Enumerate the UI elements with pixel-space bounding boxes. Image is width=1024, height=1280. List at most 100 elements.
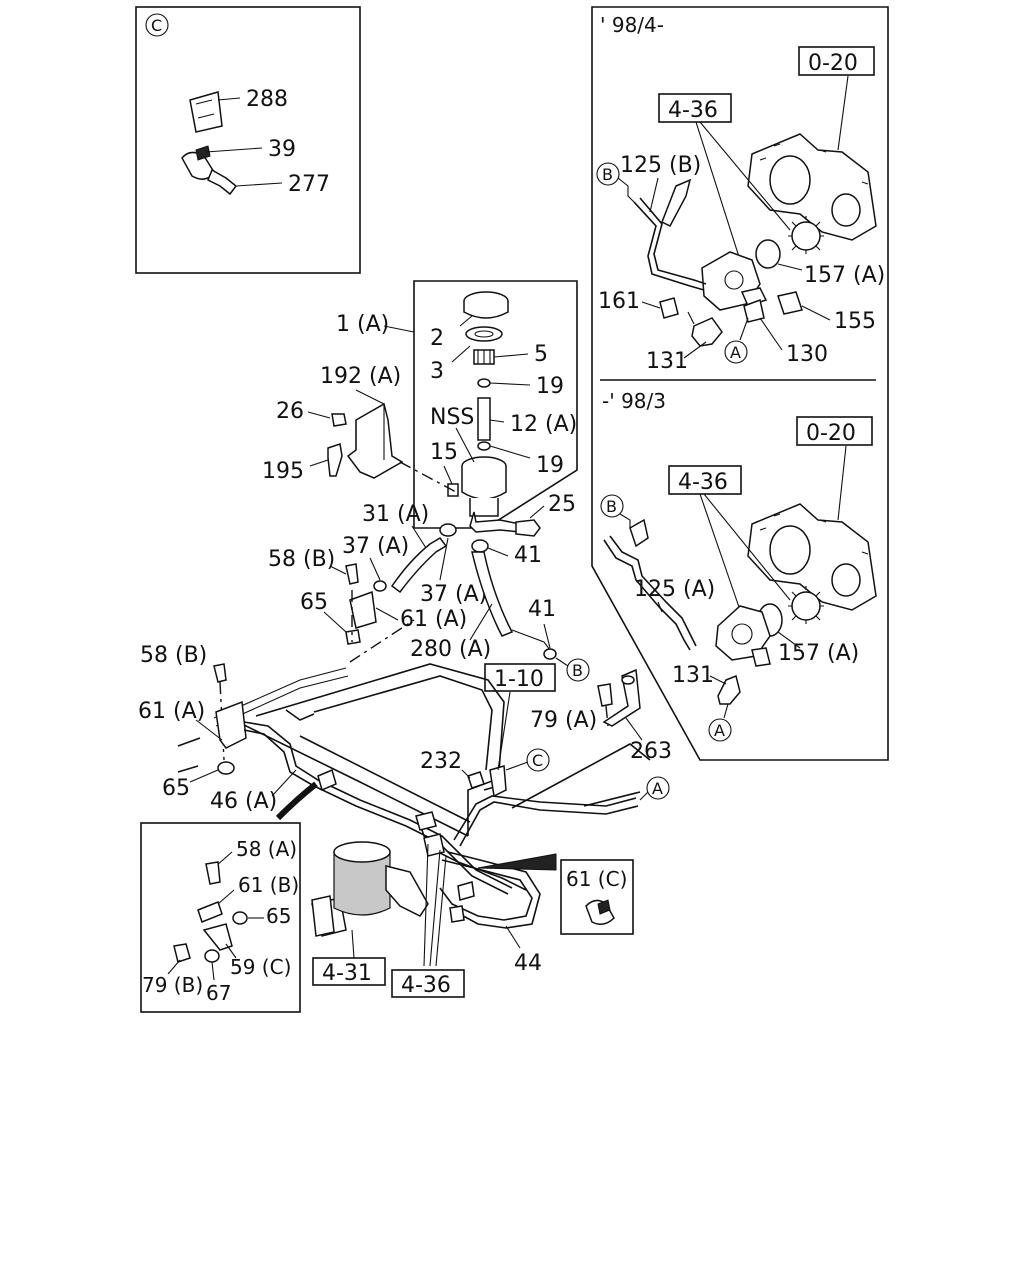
frame-crossmember-inner bbox=[313, 675, 493, 771]
label-131a: 131 bbox=[646, 349, 688, 374]
pipe-44-b bbox=[447, 851, 541, 929]
bracket-61a-group: 58 (B) 61 (A) 65 bbox=[268, 547, 467, 645]
leader-19b bbox=[489, 445, 531, 459]
label-41a: 41 bbox=[514, 543, 542, 568]
bolt-155 bbox=[777, 291, 803, 315]
leader-a-right bbox=[723, 703, 729, 719]
leader-26 bbox=[307, 411, 331, 419]
label-19a: 19 bbox=[536, 374, 564, 399]
label-157a-a: 157 (A) bbox=[804, 263, 885, 288]
clamp-37a-upper bbox=[439, 523, 457, 537]
bolt-79a-centerline bbox=[605, 705, 609, 727]
leader-b-right bbox=[619, 513, 631, 528]
leader-155 bbox=[801, 305, 831, 321]
leader-157a-a bbox=[777, 263, 803, 271]
pipe-46a-group: 58 (B) 61 (A) 65 46 (A) bbox=[138, 643, 513, 895]
label-25: 25 bbox=[548, 492, 576, 517]
leader-65a bbox=[323, 611, 347, 633]
pump-variants-panel: ' 98/4- 0-20 157 (A) 4-36 B 125 (B) bbox=[591, 6, 889, 761]
ref-4-36-top: 4-36 bbox=[668, 98, 718, 123]
label-65a: 65 bbox=[300, 590, 328, 615]
leader-5 bbox=[493, 353, 529, 358]
leader-263 bbox=[625, 717, 643, 741]
ref-0-20-top: 0-20 bbox=[808, 51, 858, 76]
callout-c-circle bbox=[145, 13, 169, 37]
ref-4-36-mid-box bbox=[668, 465, 742, 495]
label-61a-b: 61 (A) bbox=[138, 699, 205, 724]
label-155: 155 bbox=[834, 309, 876, 334]
label-61b: 61 (B) bbox=[238, 873, 299, 897]
pipe-44-end bbox=[449, 905, 465, 923]
bolt-195 bbox=[327, 443, 343, 477]
hose-131-top bbox=[691, 317, 723, 347]
label-79b: 79 (B) bbox=[142, 973, 203, 997]
callout-a-main-circle bbox=[646, 776, 670, 800]
engine-cover-bot-hole-b bbox=[831, 563, 861, 597]
ref-4-31: 4-31 bbox=[322, 961, 372, 986]
pressure-pipe-group: A 232 C 1-10 bbox=[420, 663, 670, 847]
o-ring-top bbox=[755, 239, 781, 269]
hose-to-gear-a bbox=[417, 817, 527, 891]
engine-cover-top-bolts bbox=[759, 143, 869, 185]
leader-46a bbox=[271, 769, 297, 797]
leader-125b bbox=[649, 177, 659, 213]
nut-65-b bbox=[217, 761, 235, 775]
label-39: 39 bbox=[268, 137, 296, 162]
return-hose-group: 280 (A) 41 B bbox=[410, 551, 590, 682]
frame-left-stub bbox=[177, 737, 201, 773]
leader-4-36-mid-b bbox=[703, 493, 791, 601]
bracket-263-hole bbox=[621, 675, 635, 685]
callout-a-main-letter: A bbox=[652, 779, 663, 798]
leader-125a bbox=[657, 601, 663, 613]
pump-top-center bbox=[724, 270, 744, 290]
cap-2-body bbox=[463, 301, 509, 319]
leader-157a-b bbox=[777, 631, 801, 649]
leader-15 bbox=[443, 465, 453, 485]
pump-bot-outlet bbox=[751, 647, 771, 667]
label-59c: 59 (C) bbox=[230, 955, 291, 979]
engine-cover-bot-bolts bbox=[759, 513, 869, 555]
gear-housing-top bbox=[333, 841, 391, 863]
bolt-79b bbox=[173, 943, 191, 963]
leader-12a bbox=[489, 419, 505, 423]
leader-277 bbox=[235, 182, 283, 187]
leader-232 bbox=[461, 769, 471, 779]
callout-b-top-letter: B bbox=[602, 165, 613, 184]
leader-0-20-top bbox=[837, 75, 849, 151]
label-263: 263 bbox=[630, 739, 672, 764]
pump-bot bbox=[715, 605, 771, 661]
bracket-263-group: 79 (A) 263 bbox=[530, 668, 672, 764]
frame-rear-top bbox=[511, 743, 651, 809]
bolt-58b-a bbox=[345, 563, 359, 585]
label-37a-a: 37 (A) bbox=[342, 534, 409, 559]
label-new-period: ' 98/4- bbox=[600, 13, 664, 37]
nut-67 bbox=[204, 949, 220, 963]
leader-130 bbox=[759, 317, 783, 351]
bracket-61a-a bbox=[349, 590, 377, 629]
label-161: 161 bbox=[598, 289, 640, 314]
callout-a-right-circle bbox=[708, 718, 732, 742]
label-1a: 1 (A) bbox=[336, 312, 389, 337]
ref-4-36-top-box bbox=[658, 93, 732, 123]
label-125b: 125 (B) bbox=[620, 153, 701, 178]
leader-41a bbox=[487, 547, 509, 557]
leader-nss bbox=[455, 427, 475, 463]
pipe-12a bbox=[477, 397, 491, 441]
gear-arm bbox=[311, 895, 335, 937]
label-15: 15 bbox=[430, 440, 458, 465]
clamp-41-lower bbox=[543, 648, 557, 660]
label-44: 44 bbox=[514, 951, 542, 976]
label-58a: 58 (A) bbox=[236, 837, 297, 861]
leader-37a-b bbox=[439, 537, 449, 581]
label-19b: 19 bbox=[536, 453, 564, 478]
reservoir-group: 1 (A) 2 3 5 19 12 (A) NSS 19 15 bbox=[336, 280, 578, 529]
label-26: 26 bbox=[276, 399, 304, 424]
pipe-46a-a bbox=[243, 721, 513, 889]
label-12a: 12 (A) bbox=[510, 412, 577, 437]
pipe-46a-clip bbox=[317, 768, 337, 792]
leader-b-main bbox=[555, 657, 569, 667]
pipe-125a-b bbox=[609, 535, 697, 647]
pipe-125a-a bbox=[603, 539, 691, 651]
leader-c-main bbox=[505, 761, 529, 771]
leader-192a bbox=[355, 389, 385, 405]
